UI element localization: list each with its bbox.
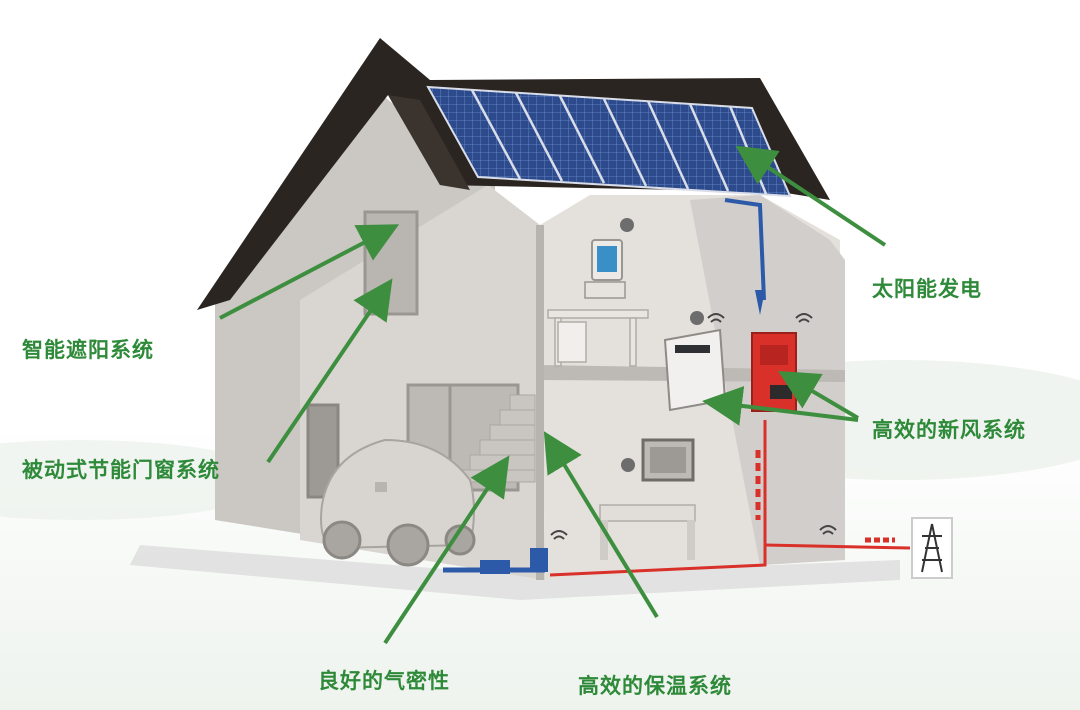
red-pipe-grid — [764, 543, 911, 550]
arrow-fresh-air-inverter — [778, 370, 860, 420]
label-smart-shading: 智能遮阳系统 — [22, 338, 154, 362]
solar-panel-dividers — [470, 89, 768, 195]
wifi-icon — [550, 313, 837, 540]
power-tower-icon — [911, 517, 953, 579]
label-airtightness: 良好的气密性 — [318, 669, 450, 693]
tv-icon — [641, 438, 695, 482]
arrow-smart-shading — [219, 224, 400, 320]
roof-ridge-shadow — [388, 95, 470, 190]
desk — [547, 309, 649, 367]
label-passive-windows: 被动式节能门窗系统 — [22, 458, 220, 482]
arrow-solar-power — [735, 145, 887, 247]
red-pipe-main — [549, 420, 767, 577]
tv-cabinet — [599, 504, 696, 522]
ground-shadow — [130, 545, 900, 600]
sensor-icon — [690, 311, 704, 325]
inverter-icon — [751, 332, 797, 412]
label-solar-power: 太阳能发电 — [872, 277, 982, 301]
tablet-icon — [584, 239, 626, 299]
arrow-fresh-air-unit — [702, 386, 859, 426]
arrow-passive-windows — [266, 278, 393, 464]
pipe-connector — [480, 560, 510, 574]
car-icon — [320, 438, 476, 567]
callout-arrows — [219, 145, 887, 645]
label-fresh-air: 高效的新风系统 — [872, 418, 1026, 442]
interior-partition — [536, 225, 544, 580]
arrow-insulation — [543, 431, 659, 619]
arrow-airtightness — [383, 455, 510, 645]
ground-haze-left — [0, 440, 280, 520]
sensor-icon — [621, 458, 635, 472]
sensor-icon — [620, 218, 634, 232]
fresh-air-unit-icon — [663, 328, 727, 412]
solar-panel-array — [426, 85, 792, 198]
label-insulation: 高效的保温系统 — [578, 674, 732, 698]
blue-pipe-solar — [724, 198, 766, 301]
